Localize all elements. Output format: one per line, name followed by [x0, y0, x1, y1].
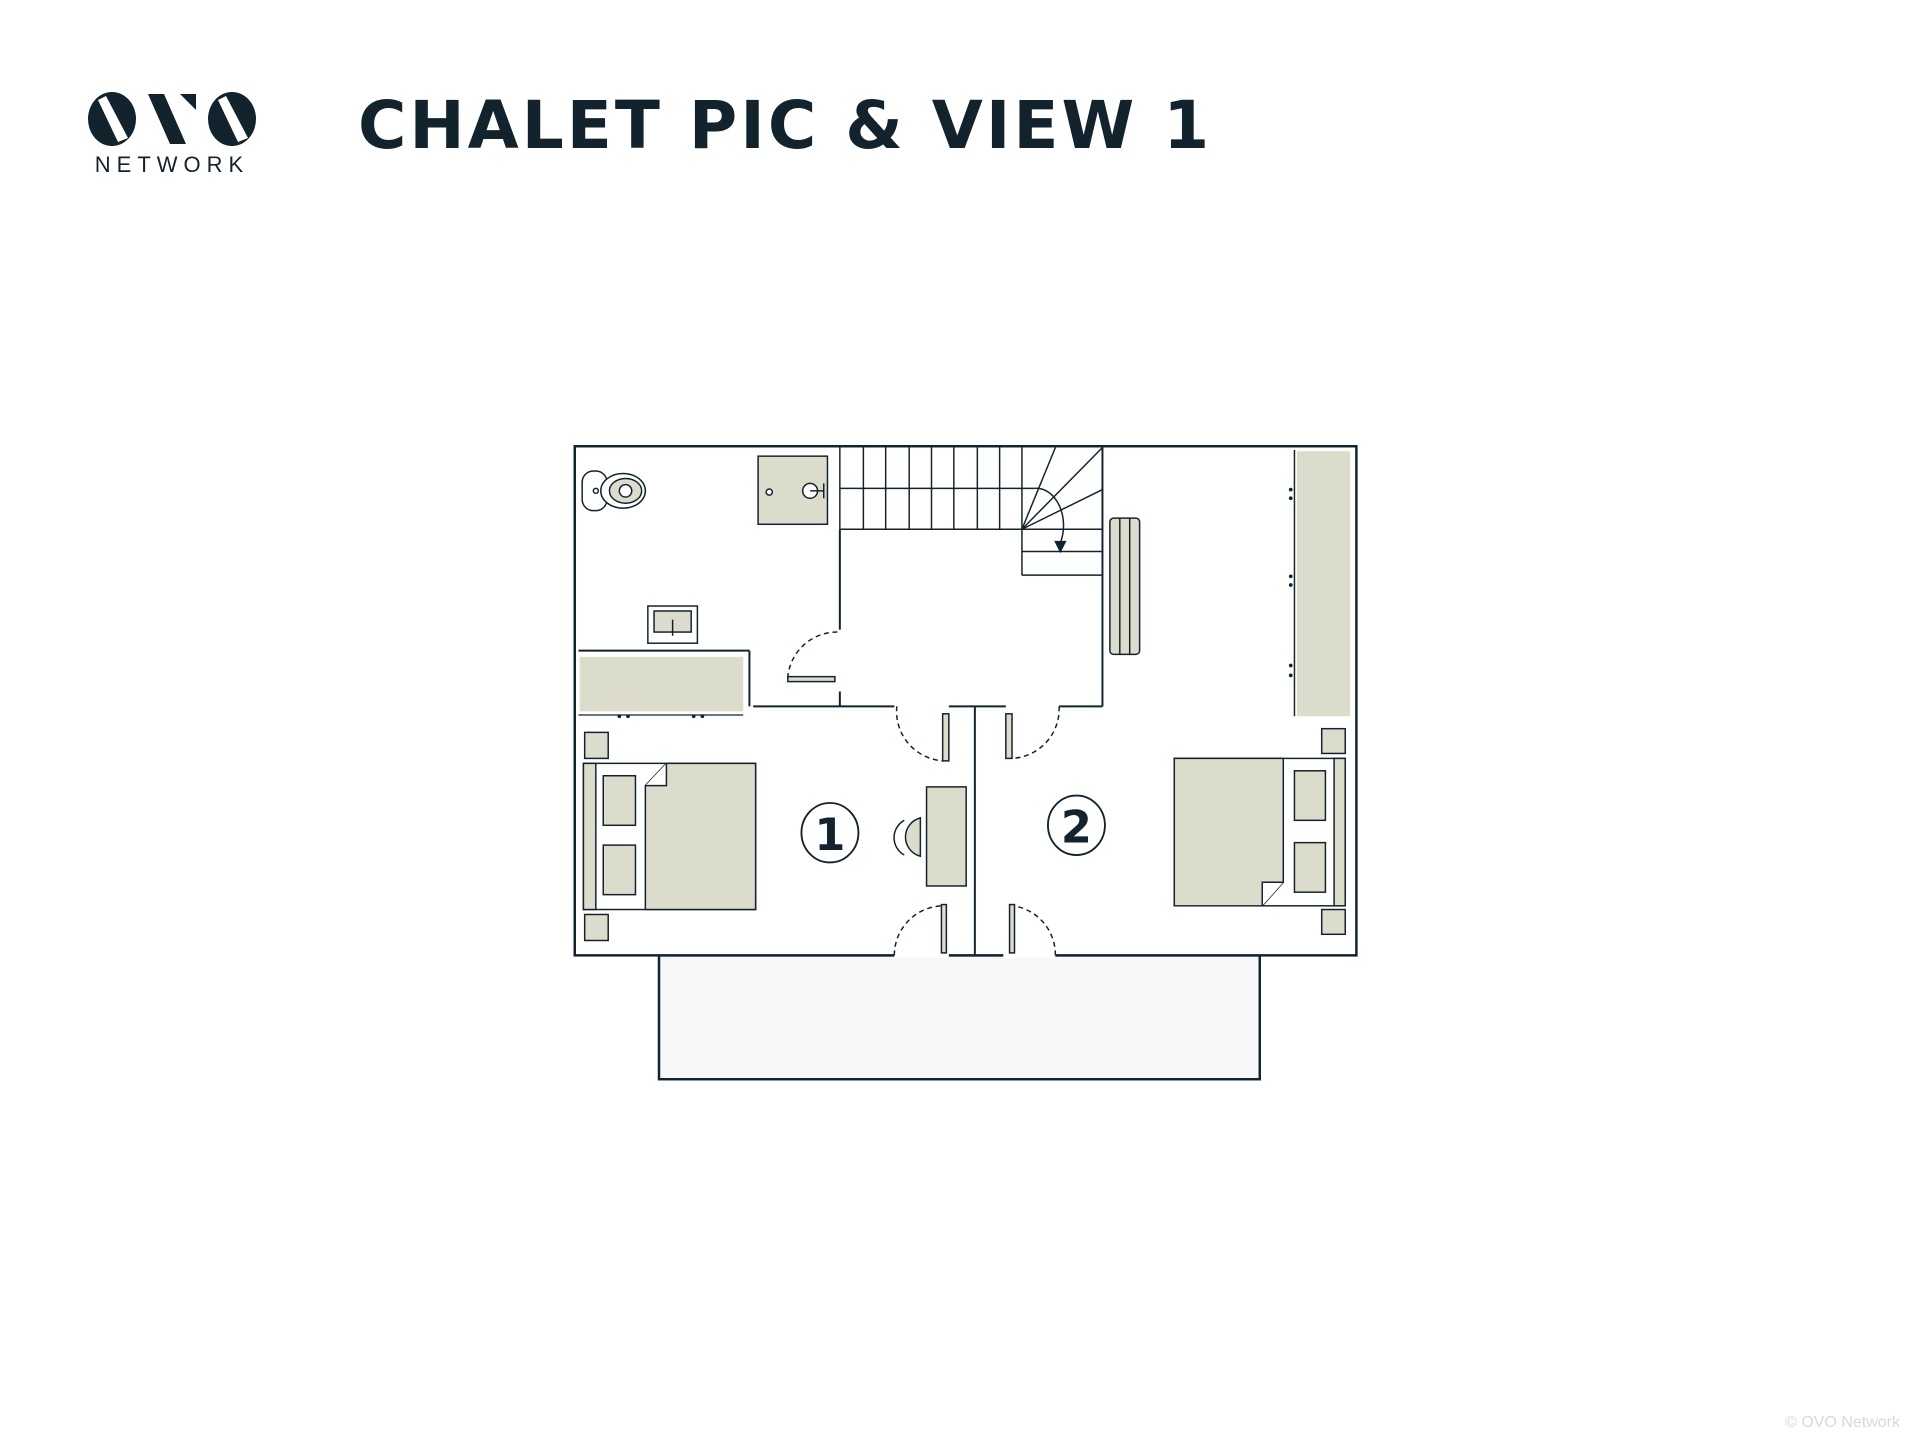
toilet-icon [581, 470, 647, 512]
shower-icon [757, 455, 829, 526]
room-label-1: 1 [800, 802, 860, 864]
svg-text:1: 1 [814, 809, 845, 861]
svg-text:2: 2 [1061, 802, 1092, 854]
radiator [1109, 517, 1141, 656]
ovo-logo-mark-icon [88, 92, 256, 146]
door-room-2-top [1005, 706, 1060, 760]
door-room-2-balcony [1008, 903, 1057, 956]
bed-room-2 [1173, 757, 1346, 907]
logo-text: NETWORK [94, 152, 250, 177]
stair-arrow-icon [1054, 540, 1067, 554]
staircase [839, 446, 1103, 576]
balcony [657, 954, 1262, 1081]
interior-walls [578, 447, 1104, 956]
sink-icon [647, 605, 699, 644]
nightstand [583, 913, 609, 942]
door-room-1-balcony [893, 903, 948, 956]
bed-room-1 [582, 762, 757, 911]
nightstand [583, 731, 609, 760]
nightstand [1320, 908, 1346, 936]
copyright: © OVO Network [1785, 1414, 1900, 1431]
bathroom-door [787, 631, 838, 683]
nightstand [1320, 727, 1346, 755]
chair-icon [893, 816, 922, 858]
desk [925, 786, 967, 887]
door-room-1-top [895, 706, 950, 762]
ovo-network-logo: NETWORK [86, 90, 258, 178]
page-title: CHALET PIC & VIEW 1 [358, 87, 1213, 164]
wardrobe [1296, 451, 1351, 717]
bathroom-vanity [579, 656, 744, 712]
room-label-2: 2 [1047, 794, 1106, 856]
